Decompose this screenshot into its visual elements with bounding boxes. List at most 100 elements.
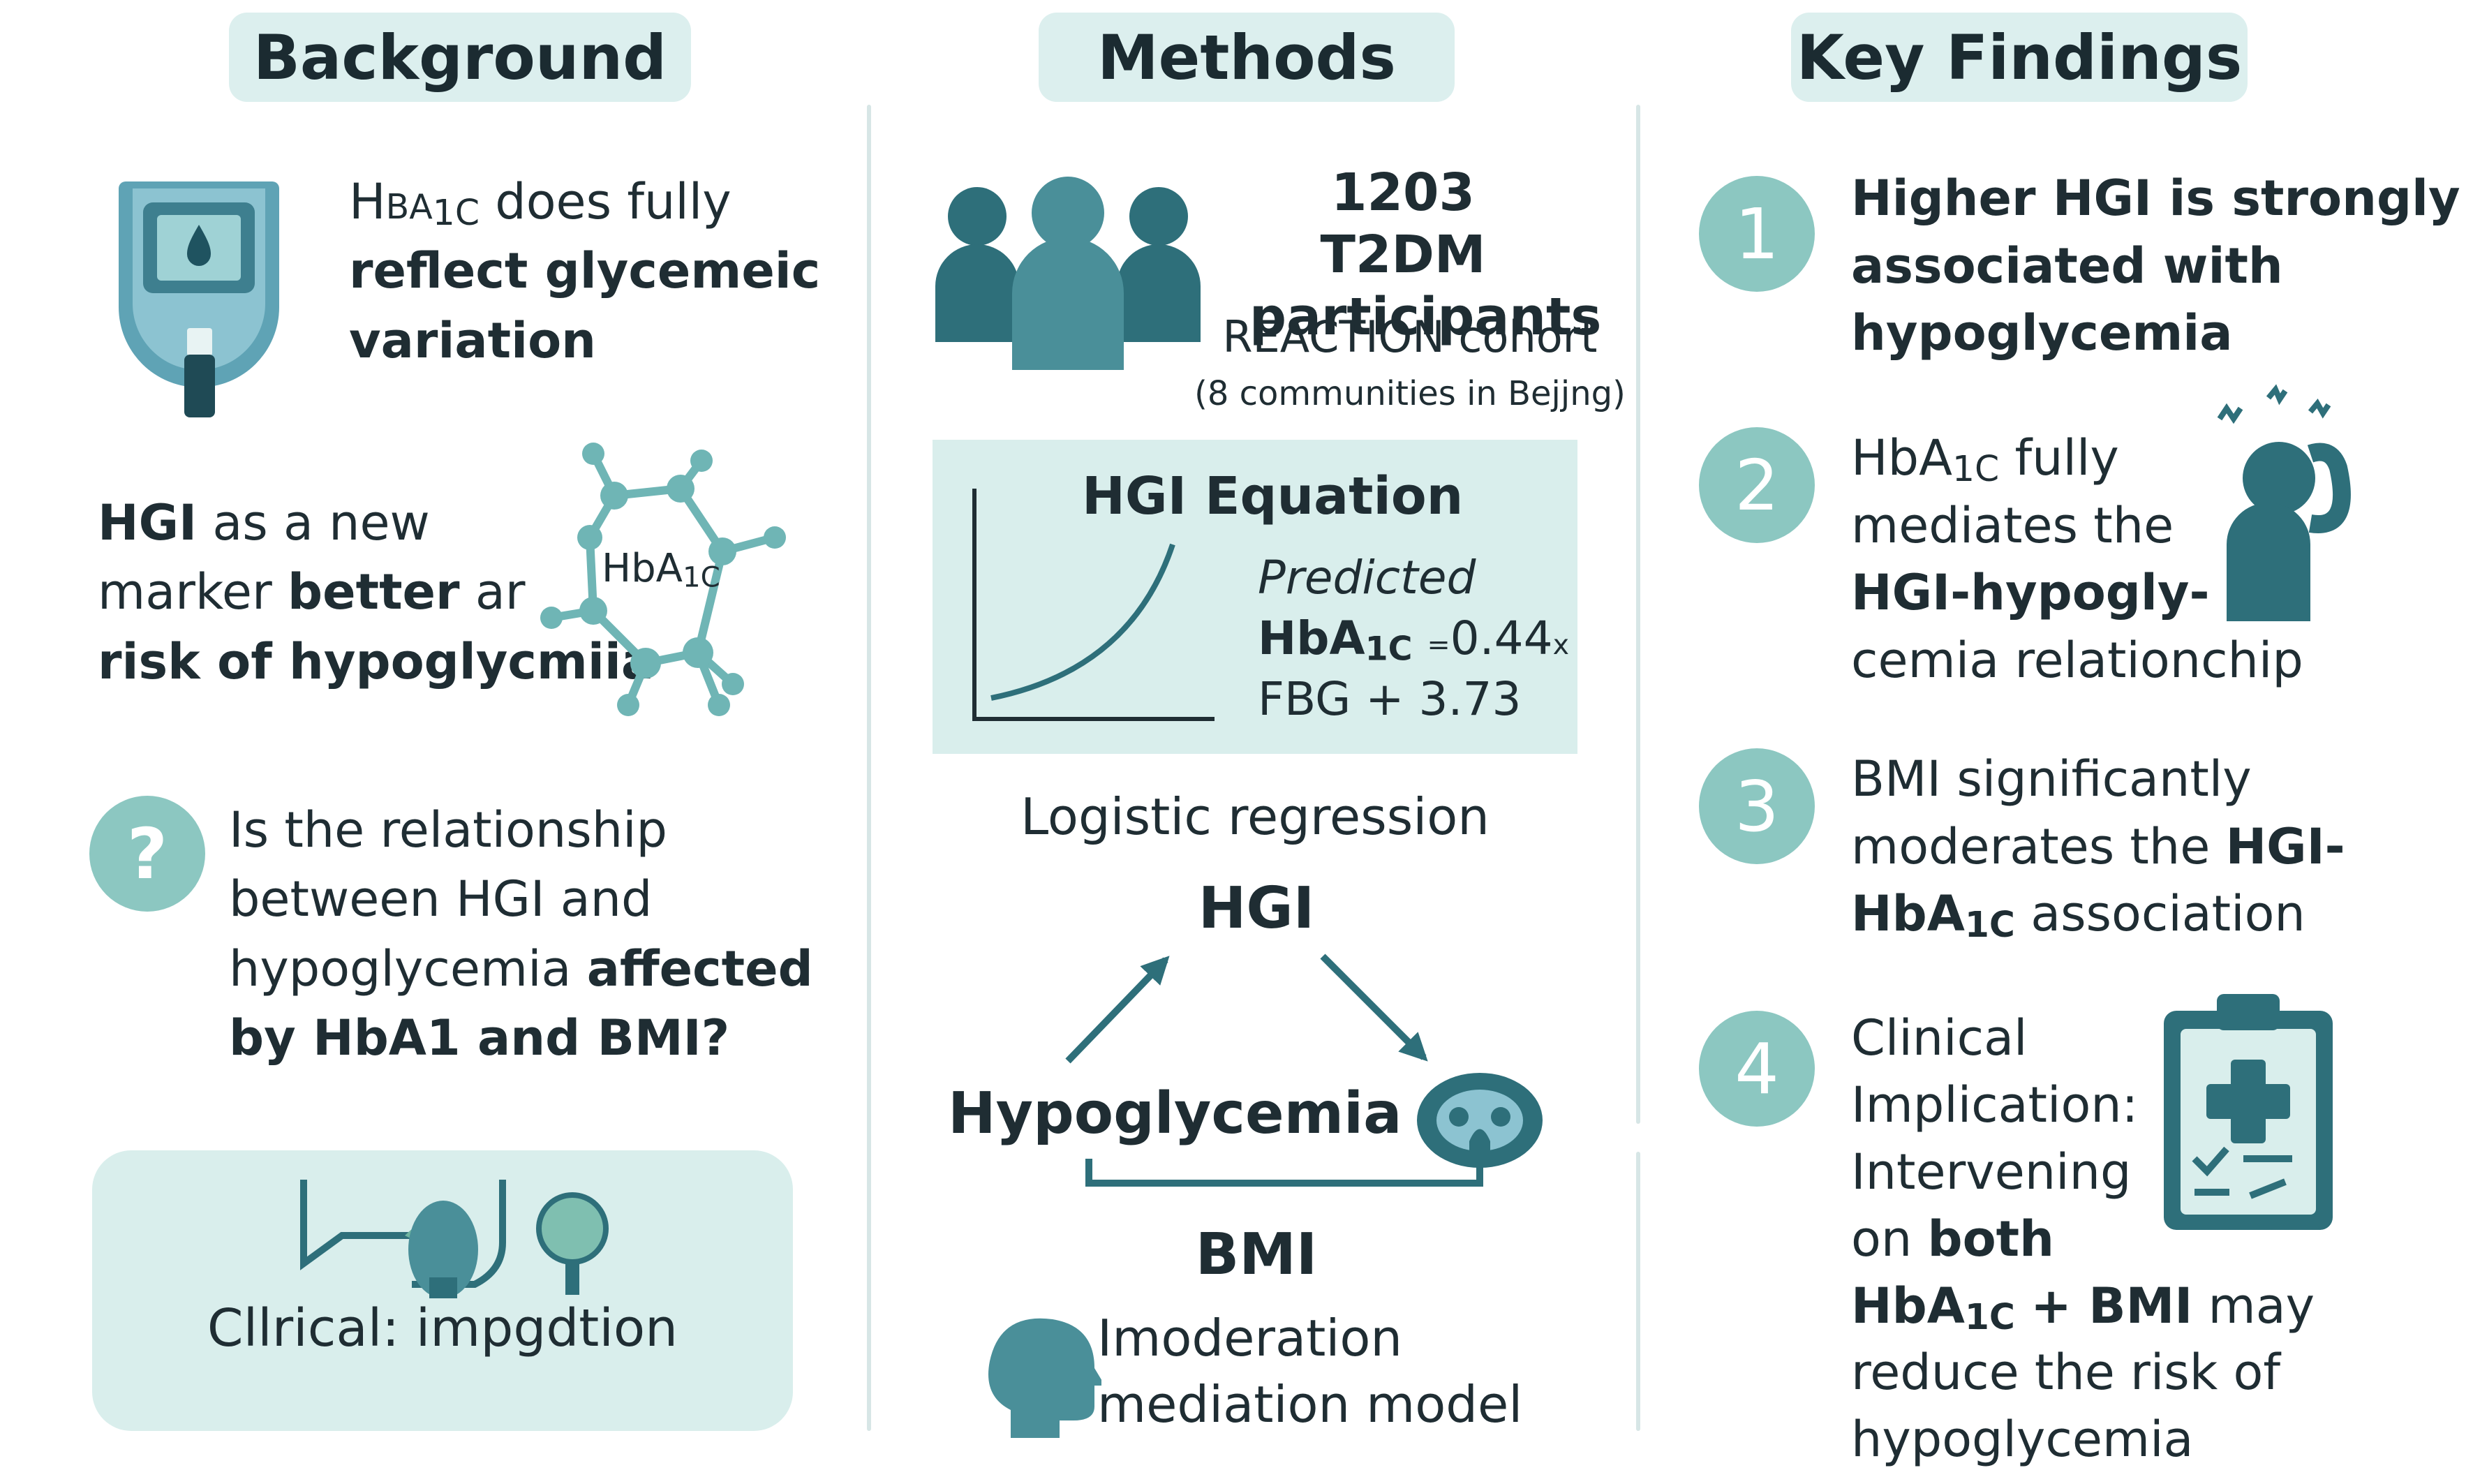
finding-2-hba: HbA xyxy=(1851,429,1952,487)
logistic-regression-label: Logistic regression xyxy=(1020,787,1490,846)
finding-4-line1: Clinical xyxy=(1851,1009,2028,1067)
finding-2-text: HbA1C fully mediates the HGI-hypogly- ce… xyxy=(1851,424,2303,694)
finding-4-line7: hypoglycemia xyxy=(1851,1411,2194,1469)
finding-2-fully: fully xyxy=(2014,429,2119,487)
head-profile-icon xyxy=(988,1318,1101,1438)
finding-4-both: both xyxy=(1927,1210,2054,1268)
finding-3-moderates: moderates the xyxy=(1851,817,2211,875)
clipboard-checklist-icon xyxy=(2164,994,2333,1230)
hba-sub: 1C xyxy=(432,192,480,234)
background-item2-line3: risk of hypoglycmiia xyxy=(98,632,655,690)
background-item2-text: HGI as a new marker better ar risk of hy… xyxy=(98,489,654,697)
node-hypoglycemia: Hypoglycemia xyxy=(948,1081,1402,1147)
equation-x: x xyxy=(1552,629,1570,662)
participants-line2: participants xyxy=(1249,286,1602,347)
background-item1-line3: variation xyxy=(349,311,596,369)
participants-text: 1203 T2DM participants xyxy=(1249,162,1602,348)
finding-4-line3: Intervening xyxy=(1851,1143,2132,1201)
background-item1-line2: reflect glycemeic xyxy=(349,242,821,300)
finding-3-hba-sub: 1C xyxy=(1964,904,2015,946)
equation-line1: Predicted xyxy=(1258,551,1476,604)
finding-4-on: on xyxy=(1851,1210,1913,1268)
organ-icon xyxy=(1417,1073,1543,1168)
molecule-label: HbA1C xyxy=(602,546,720,591)
question-line2: between HGI and xyxy=(229,870,653,928)
clinical-panel-caption: Cllrical: impgdtion xyxy=(207,1298,678,1358)
model-line1: Imoderation xyxy=(1097,1309,1403,1367)
node-hgi: HGI xyxy=(1198,875,1315,942)
people-group-icon xyxy=(935,177,1201,370)
hgi-bold: HGI xyxy=(98,494,198,551)
methods-header: Methods xyxy=(1039,13,1455,102)
arrow-icon xyxy=(1065,956,1170,1064)
equation-line2: HbA1C =0.44x xyxy=(1258,608,1569,669)
equation-hba-sub: 1C xyxy=(1365,630,1413,669)
finding-4-bmi: + BMI xyxy=(2030,1277,2193,1335)
hba-ba: BA xyxy=(385,187,433,227)
finding-3-hba: HbA xyxy=(1851,885,1965,943)
molecule-label-main: HbA xyxy=(602,546,683,591)
glucometer-icon xyxy=(119,181,279,417)
finding-4-line6: reduce the risk of xyxy=(1851,1344,2280,1402)
finding-2-line3: HGI-hypogly- xyxy=(1851,564,2210,622)
background-header: Background xyxy=(229,13,691,102)
stressed-person-icon xyxy=(2217,384,2351,621)
column-divider-left xyxy=(867,105,871,1431)
column-divider-right-lower xyxy=(1636,1152,1640,1431)
question-line3: hypoglycemia affected xyxy=(229,935,813,1004)
mediation-arrows xyxy=(1065,954,1483,1187)
background-item1-line1: HBA1C does fully xyxy=(349,168,820,237)
methods-header-label: Methods xyxy=(1097,21,1396,94)
finding-4-hba: HbA xyxy=(1851,1277,1965,1335)
finding-2-number: 2 xyxy=(1735,444,1779,526)
curve-graph-icon xyxy=(972,489,1215,721)
model-line2: mediation model xyxy=(1097,1375,1523,1434)
question-icon: ? xyxy=(89,796,205,912)
finding-1-line3: hypoglycemia xyxy=(1851,304,2233,362)
finding-3-hgi: HGI- xyxy=(2225,817,2345,875)
key-findings-header: Key Findings xyxy=(1791,13,2248,102)
marker-word: marker xyxy=(98,563,272,621)
hgi-equation-body: Predicted HbA1C =0.44x FBG + 3.73 xyxy=(1258,547,1569,729)
finding-2-line4: cemia relationchip xyxy=(1851,631,2303,689)
equation-hba: HbA xyxy=(1258,611,1365,666)
cohort-label: REACTION cohort xyxy=(1222,311,1598,362)
background-header-label: Background xyxy=(253,21,667,94)
finding-2-line1: HbA1C fully xyxy=(1851,424,2303,492)
better-word: better xyxy=(288,563,460,621)
finding-4-line4: on both xyxy=(1851,1206,2315,1273)
question-line4: by HbA1 and BMI? xyxy=(229,1009,730,1067)
background-item2-line2: marker better ar xyxy=(98,558,654,627)
finding-3-line2: moderates the HGI- xyxy=(1851,813,2345,881)
finding-4-hba-sub: 1C xyxy=(1964,1296,2015,1337)
finding-2-hba-sub: 1C xyxy=(1952,448,2000,490)
question-line1: Is the relationship xyxy=(229,801,667,859)
participants-line1: 1203 T2DM xyxy=(1320,163,1486,285)
hgi-equation-title: HGI Equation xyxy=(1082,466,1464,526)
model-text: Imoderation mediation model xyxy=(1097,1305,1522,1438)
finding-3-text: BMI significantly moderates the HGI- HbA… xyxy=(1851,745,2345,948)
molecule-icon xyxy=(540,443,786,716)
question-line3-b: affected xyxy=(586,940,813,997)
question-line3-a: hypoglycemia xyxy=(229,940,572,997)
finding-4-number: 4 xyxy=(1735,1027,1779,1110)
column-divider-right-upper xyxy=(1636,105,1640,1124)
finding-2-line2: mediates the xyxy=(1851,496,2174,554)
hba-suffix: does fully xyxy=(495,173,731,230)
background-item1-text: HBA1C does fully reflect glycemeic varia… xyxy=(349,168,820,376)
finding-3-badge: 3 xyxy=(1699,748,1815,864)
equation-line3: FBG + 3.73 xyxy=(1258,672,1522,727)
finding-3-line3: HbA1C association xyxy=(1851,880,2345,948)
finding-3-line1: BMI significantly xyxy=(1851,750,2252,808)
finding-1-text: Higher HGI is strongly associated with h… xyxy=(1851,165,2460,367)
communities-label: (8 communities in Bejjng) xyxy=(1194,374,1626,413)
finding-4-line2: Implication: xyxy=(1851,1076,2139,1134)
node-bmi: BMI xyxy=(1195,1222,1318,1288)
equation-coef: 0.44 xyxy=(1450,611,1553,666)
finding-4-text: Clinical Implication: Intervening on bot… xyxy=(1851,1005,2315,1474)
key-findings-header-label: Key Findings xyxy=(1796,21,2243,94)
finding-1-number: 1 xyxy=(1735,193,1779,275)
equation-equals: = xyxy=(1427,629,1450,662)
hgi-equation-panel xyxy=(933,440,1577,754)
background-question-text: Is the relationship between HGI and hypo… xyxy=(229,796,813,1074)
